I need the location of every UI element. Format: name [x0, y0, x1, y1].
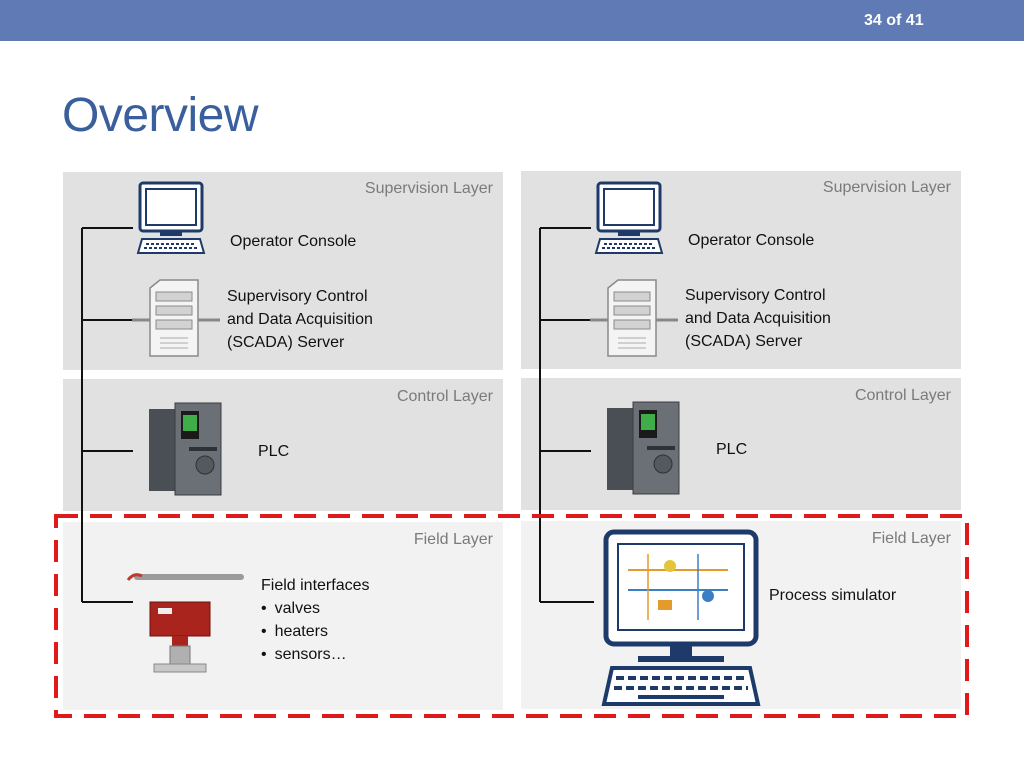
slide-title: Overview — [62, 89, 259, 142]
scada-line: (SCADA) Server — [685, 333, 803, 350]
scada-line: (SCADA) Server — [227, 334, 345, 351]
right-supervision-panel — [521, 171, 961, 369]
right-control-layer-label: Control Layer — [854, 387, 951, 404]
right-scada-label: Supervisory Control and Data Acquisition… — [685, 284, 831, 353]
scada-line: and Data Acquisition — [227, 311, 373, 328]
left-field-interfaces-label: Field interfaces valves heaters sensors… — [261, 574, 370, 666]
left-supervision-panel — [63, 172, 503, 370]
list-item: heaters — [261, 620, 370, 643]
scada-line: Supervisory Control — [685, 287, 826, 304]
left-control-layer-label: Control Layer — [396, 388, 493, 405]
right-supervision-layer-label: Supervision Layer — [822, 179, 951, 196]
list-item: sensors… — [261, 643, 370, 666]
scada-line: and Data Acquisition — [685, 310, 831, 327]
valve-actuator-icon — [149, 601, 211, 673]
field-interfaces-list: valves heaters sensors… — [261, 597, 370, 666]
right-connectors — [539, 227, 594, 603]
plc-icon — [607, 401, 680, 495]
server-icon — [132, 279, 220, 357]
left-scada-label: Supervisory Control and Data Acquisition… — [227, 285, 373, 354]
left-operator-console-label: Operator Console — [230, 233, 357, 250]
field-layer-highlight — [54, 514, 969, 718]
computer-icon — [594, 181, 664, 254]
heater-icon — [126, 573, 244, 581]
left-connectors — [81, 227, 133, 603]
field-interfaces-title: Field interfaces — [261, 577, 370, 594]
plc-icon — [149, 402, 222, 496]
left-plc-label: PLC — [258, 443, 290, 460]
left-supervision-layer-label: Supervision Layer — [364, 180, 493, 197]
list-item: valves — [261, 597, 370, 620]
left-field-layer-label: Field Layer — [413, 531, 493, 548]
scada-line: Supervisory Control — [227, 288, 368, 305]
process-simulator-label: Process simulator — [769, 587, 897, 604]
process-simulator-icon — [601, 529, 761, 706]
left-control-panel — [63, 379, 503, 511]
page-indicator: 34 of 41 — [864, 12, 924, 29]
right-operator-console-label: Operator Console — [688, 232, 815, 249]
right-field-layer-label: Field Layer — [871, 530, 951, 547]
header-bar — [0, 0, 1024, 41]
computer-icon — [136, 181, 206, 254]
server-icon — [590, 279, 678, 357]
right-control-panel — [521, 378, 961, 510]
right-plc-label: PLC — [716, 441, 748, 458]
